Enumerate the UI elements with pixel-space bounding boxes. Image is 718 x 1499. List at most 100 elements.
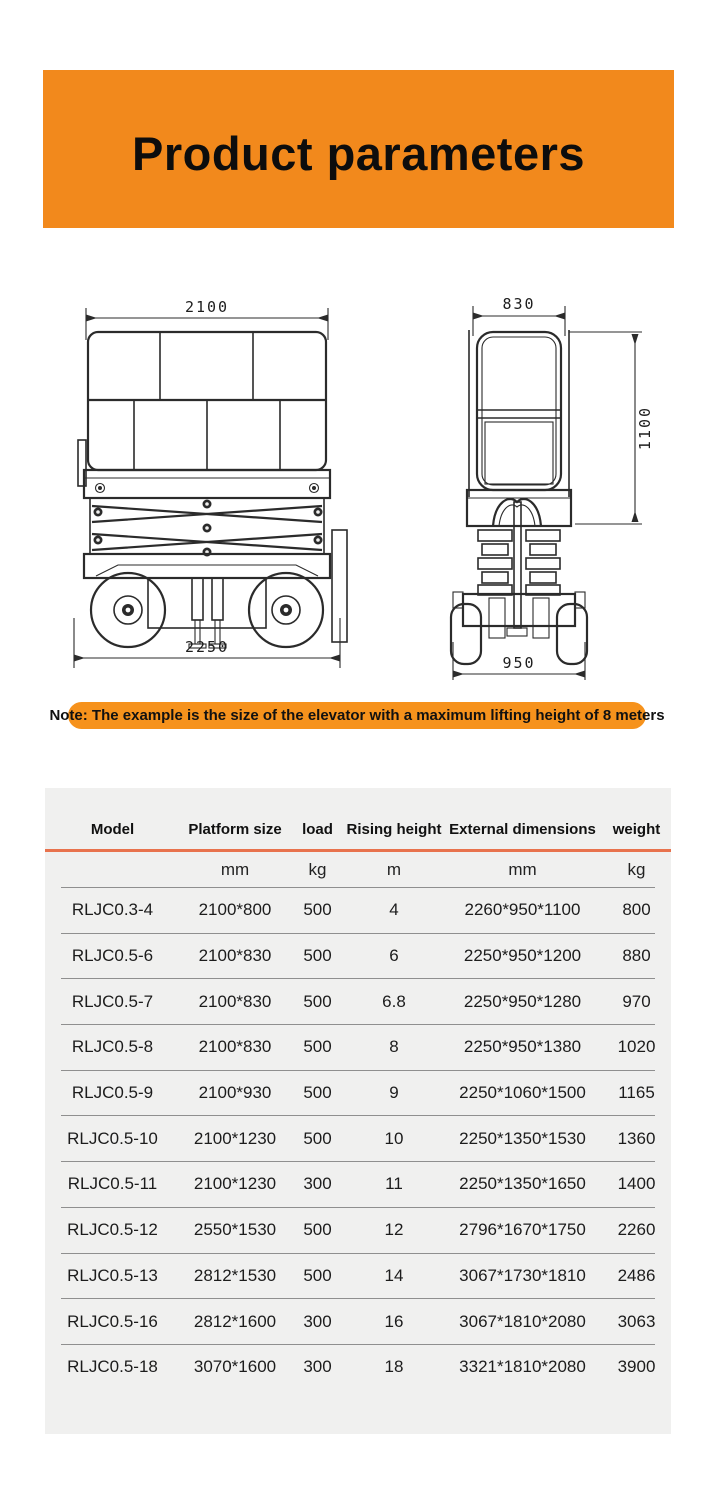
front-top-dimension: 2100 <box>85 298 329 340</box>
row-separator <box>61 1024 655 1026</box>
table-cell: 9 <box>389 1083 399 1103</box>
table-cell: 2812*1530 <box>193 1265 277 1285</box>
model-cell: RLJC0.5-8 <box>71 1037 154 1057</box>
tiller-handle <box>491 497 543 527</box>
model-cell: RLJC0.5-18 <box>67 1357 158 1377</box>
table-cell: 500 <box>303 1128 332 1148</box>
model-cell: RLJC0.5-6 <box>71 946 154 966</box>
table-cell: 2796*1670*1750 <box>459 1220 586 1240</box>
table-cell: 3070*1600 <box>193 1357 277 1377</box>
table-cell: 1360 <box>617 1128 656 1148</box>
table-cell: 1020 <box>617 1037 656 1057</box>
table-cell: 8 <box>389 1037 399 1057</box>
note-text: Note: The example is the size of the ele… <box>49 707 665 724</box>
table-cell: 500 <box>303 1037 332 1057</box>
table-cell: 2100*830 <box>198 991 272 1011</box>
model-cell: RLJC0.5-10 <box>67 1128 158 1148</box>
row-separator <box>61 1115 655 1117</box>
table-cell: 800 <box>622 900 651 920</box>
table-cell: 11 <box>385 1174 403 1194</box>
column-header: Rising height <box>346 821 442 838</box>
table-cell: 2100*1230 <box>193 1128 277 1148</box>
row-separator <box>61 1298 655 1300</box>
note-banner: Note: The example is the size of the ele… <box>49 702 665 729</box>
table-cell: 3063 <box>617 1311 656 1331</box>
table-cell: 2250*950*1280 <box>463 991 582 1011</box>
table-cell: 500 <box>303 1220 332 1240</box>
table-cell: 880 <box>622 946 651 966</box>
table-row: RLJC0.5-6 2100*830 500 6 2250*950*1200 880 <box>45 934 671 979</box>
front-chassis <box>82 552 332 649</box>
front-platform <box>82 468 332 500</box>
table-cell: 6 <box>389 946 399 966</box>
table-cell: 500 <box>303 991 332 1011</box>
column-header: Model <box>90 821 135 838</box>
front-left-wheel <box>89 571 167 649</box>
table-cell: 6.8 <box>382 991 406 1011</box>
table-cell: 2812*1600 <box>193 1311 277 1331</box>
table-cell: 2250*950*1380 <box>463 1037 582 1057</box>
table-cell: 16 <box>384 1311 404 1331</box>
table-cell: 500 <box>303 1083 332 1103</box>
table-row: RLJC0.5-10 2100*1230 500 10 2250*1350*1530 13… <box>45 1116 671 1161</box>
side-top-dimension: 830 <box>472 295 566 336</box>
dim-label-2250: 2250 <box>185 638 229 656</box>
front-right-wheel <box>247 571 325 649</box>
side-view-drawing: 830 1100 <box>449 295 654 680</box>
table-cell: 300 <box>303 1357 332 1377</box>
row-separator <box>61 1343 655 1345</box>
table-cell: 12 <box>384 1220 404 1240</box>
row-separator <box>61 978 655 980</box>
table-cell: 4 <box>389 900 399 920</box>
table-accent-rule <box>45 849 671 852</box>
model-cell: RLJC0.5-12 <box>67 1220 158 1240</box>
row-separator <box>61 932 655 934</box>
table-cell: 1165 <box>618 1083 655 1103</box>
model-cell: RLJC0.3-4 <box>71 900 154 920</box>
side-guardrail <box>468 330 570 497</box>
table-cell: 10 <box>384 1128 404 1148</box>
table-cell: 2100*830 <box>198 946 272 966</box>
side-height-dimension: 1100 <box>569 331 654 525</box>
row-separator <box>61 1069 655 1071</box>
unit-cell: kg <box>627 859 646 879</box>
column-header: Platform size <box>188 821 282 838</box>
table-cell: 2550*1530 <box>193 1220 277 1240</box>
table-cell: 3321*1810*2080 <box>459 1357 586 1377</box>
table-cell: 2100*830 <box>198 1037 272 1057</box>
front-view-drawing: 2100 <box>73 298 348 668</box>
table-cell: 2250*1350*1650 <box>459 1174 586 1194</box>
table-cell: 2250*950*1200 <box>463 946 582 966</box>
side-left-wheel <box>449 602 483 666</box>
table-cell: 2250*1350*1530 <box>459 1128 586 1148</box>
row-separator <box>61 887 655 888</box>
front-guardrail <box>77 330 328 487</box>
table-cell: 500 <box>303 900 332 920</box>
model-cell: RLJC0.5-11 <box>67 1174 158 1194</box>
table-cell: 3067*1730*1810 <box>459 1265 586 1285</box>
table-cell: 2100*1230 <box>193 1174 277 1194</box>
model-cell: RLJC0.5-13 <box>67 1265 158 1285</box>
table-cell: 500 <box>303 946 332 966</box>
dim-label-1100: 1100 <box>636 406 654 450</box>
table-cell: 3900 <box>617 1357 656 1377</box>
unit-cell: mm <box>220 859 250 879</box>
side-chassis <box>449 591 589 666</box>
table-cell: 2100*800 <box>198 900 272 920</box>
row-separator <box>61 1252 655 1254</box>
table-cell: 1400 <box>617 1174 656 1194</box>
table-cell: 970 <box>622 991 651 1011</box>
column-header: weight <box>612 821 661 838</box>
tiller-stem <box>506 501 528 637</box>
side-scissor-stack <box>477 529 561 596</box>
side-right-wheel <box>555 602 589 666</box>
